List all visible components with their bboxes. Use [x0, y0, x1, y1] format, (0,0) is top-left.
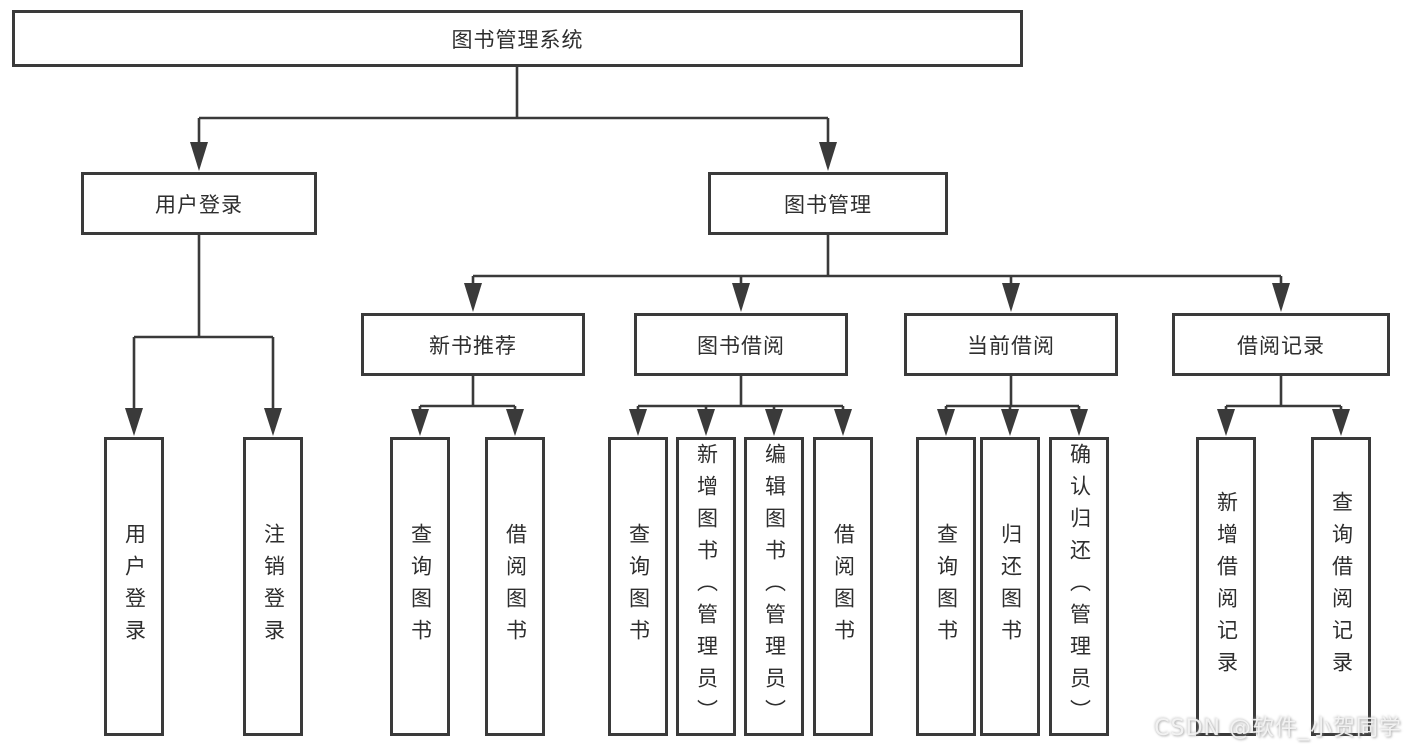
arrowhead-icon — [732, 283, 750, 312]
leaf-query-books-borrow-label: 查询图书 — [626, 522, 651, 651]
arrowhead-icon — [1332, 409, 1350, 436]
arrowhead-icon — [819, 142, 837, 171]
node-book-borrow-label: 图书借阅 — [697, 333, 785, 358]
leaf-add-borrow-record-label: 新增借阅记录 — [1214, 490, 1239, 683]
leaf-add-books-admin-label: 新增图书（管理员） — [694, 442, 719, 731]
leaf-query-books-rec: 查询图书 — [390, 437, 450, 736]
node-root-label: 图书管理系统 — [451, 27, 584, 52]
leaf-query-books-rec-label: 查询图书 — [408, 522, 433, 651]
leaf-query-borrow-record-label: 查询借阅记录 — [1329, 490, 1354, 683]
leaf-query-books-borrow: 查询图书 — [608, 437, 668, 736]
arrowhead-icon — [1002, 283, 1020, 312]
arrowhead-icon — [190, 142, 208, 171]
leaf-user-login: 用户登录 — [104, 437, 164, 736]
leaf-logout-label: 注销登录 — [261, 522, 286, 651]
connector-path — [944, 376, 1081, 411]
arrowhead-icon — [629, 409, 647, 436]
arrowhead-icon — [765, 409, 783, 436]
node-book-mgmt-label: 图书管理 — [784, 192, 872, 217]
node-book-borrow: 图书借阅 — [634, 313, 848, 376]
arrowhead-icon — [1217, 409, 1235, 436]
arrowhead-icon — [464, 283, 482, 312]
leaf-edit-books-admin-label: 编辑图书（管理员） — [762, 442, 787, 731]
arrowhead-icon — [264, 408, 282, 436]
leaf-return-books: 归还图书 — [980, 437, 1040, 736]
connector-user-login-to-leaves — [125, 235, 282, 436]
connector-path — [197, 67, 830, 142]
connector-borrow-records-to-leaves — [1217, 376, 1350, 436]
arrowhead-icon — [937, 409, 955, 436]
node-borrow-records: 借阅记录 — [1172, 313, 1390, 376]
leaf-confirm-return-admin-label: 确认归还（管理员） — [1067, 442, 1092, 731]
leaf-return-books-label: 归还图书 — [998, 522, 1023, 651]
node-new-book-rec: 新书推荐 — [361, 313, 585, 376]
leaf-borrow-books-label: 借阅图书 — [831, 522, 856, 651]
leaf-confirm-return-admin: 确认归还（管理员） — [1049, 437, 1109, 736]
leaf-query-borrow-record: 查询借阅记录 — [1311, 437, 1371, 736]
node-borrow-records-label: 借阅记录 — [1237, 333, 1325, 358]
arrowhead-icon — [411, 409, 429, 436]
leaf-add-borrow-record: 新增借阅记录 — [1196, 437, 1256, 736]
node-new-book-rec-label: 新书推荐 — [429, 333, 517, 358]
connector-new-book-rec-to-leaves — [411, 376, 524, 436]
node-current-borrow-label: 当前借阅 — [967, 333, 1055, 358]
connector-book-borrow-to-leaves — [629, 376, 852, 436]
node-book-mgmt: 图书管理 — [708, 172, 948, 235]
connector-current-borrow-to-leaves — [937, 376, 1088, 436]
arrowhead-icon — [834, 409, 852, 436]
node-user-login-label: 用户登录 — [155, 192, 243, 217]
arrowhead-icon — [125, 408, 143, 436]
connector-root-to-level2 — [190, 67, 837, 171]
leaf-add-books-admin: 新增图书（管理员） — [676, 437, 736, 736]
leaf-borrow-books-rec: 借阅图书 — [485, 437, 545, 736]
leaf-query-books-current-label: 查询图书 — [934, 522, 959, 651]
connector-path — [132, 235, 275, 409]
arrowhead-icon — [506, 409, 524, 436]
connector-path — [471, 235, 1283, 284]
connector-path — [636, 376, 845, 411]
arrowhead-icon — [1001, 409, 1019, 436]
connector-path — [418, 376, 517, 411]
leaf-logout: 注销登录 — [243, 437, 303, 736]
connector-path — [1224, 376, 1343, 411]
node-root: 图书管理系统 — [12, 10, 1023, 67]
arrowhead-icon — [1070, 409, 1088, 436]
node-user-login: 用户登录 — [81, 172, 317, 235]
connector-book-mgmt-to-level3 — [464, 235, 1290, 312]
leaf-borrow-books: 借阅图书 — [813, 437, 873, 736]
arrowhead-icon — [697, 409, 715, 436]
arrowhead-icon — [1272, 283, 1290, 312]
node-current-borrow: 当前借阅 — [904, 313, 1118, 376]
leaf-edit-books-admin: 编辑图书（管理员） — [744, 437, 804, 736]
leaf-query-books-current: 查询图书 — [916, 437, 976, 736]
leaf-user-login-label: 用户登录 — [122, 522, 147, 651]
leaf-borrow-books-rec-label: 借阅图书 — [503, 522, 528, 651]
